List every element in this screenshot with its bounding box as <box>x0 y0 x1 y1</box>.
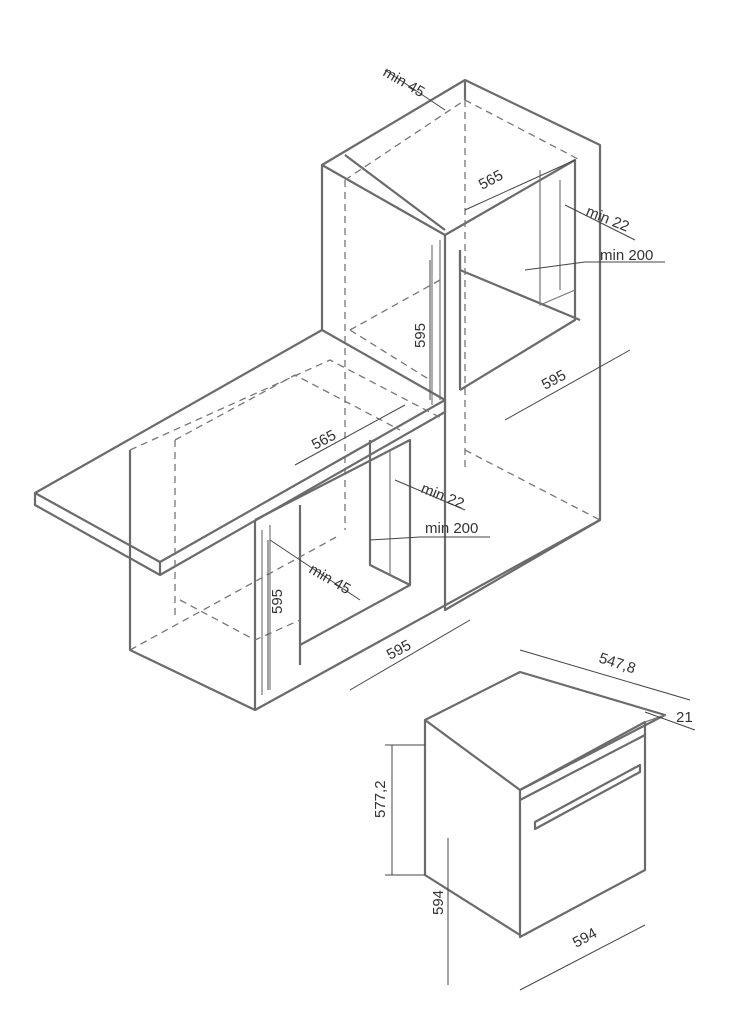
dim-oven-front-thickness: 21 <box>676 709 693 726</box>
dim-tall-min200: min 200 <box>600 247 653 264</box>
countertop <box>33 328 447 577</box>
dim-tall-595-width: 595 <box>539 367 569 394</box>
dim-lower-min200: min 200 <box>425 520 478 537</box>
dim-lower-595-width: 595 <box>384 637 414 664</box>
oven <box>423 670 667 939</box>
dim-tall-min22: min 22 <box>584 203 632 236</box>
dim-oven-front-height: 594 <box>430 890 447 915</box>
lower-cabinet <box>128 359 601 712</box>
dim-oven-front-width: 594 <box>570 925 600 952</box>
dim-oven-body-height: 577,2 <box>372 780 389 818</box>
dim-tall-min45: min 45 <box>380 64 427 101</box>
tall-cabinet <box>320 78 602 612</box>
dim-lower-min45: min 45 <box>306 561 353 598</box>
dimension-lines <box>267 69 696 991</box>
dim-tall-565: 565 <box>476 167 506 194</box>
dim-lower-595-height: 595 <box>269 589 286 614</box>
dim-oven-depth: 547,8 <box>597 650 638 678</box>
dim-lower-min22: min 22 <box>419 480 467 513</box>
dim-lower-565: 565 <box>309 427 339 454</box>
dim-tall-595-height: 595 <box>412 323 429 348</box>
